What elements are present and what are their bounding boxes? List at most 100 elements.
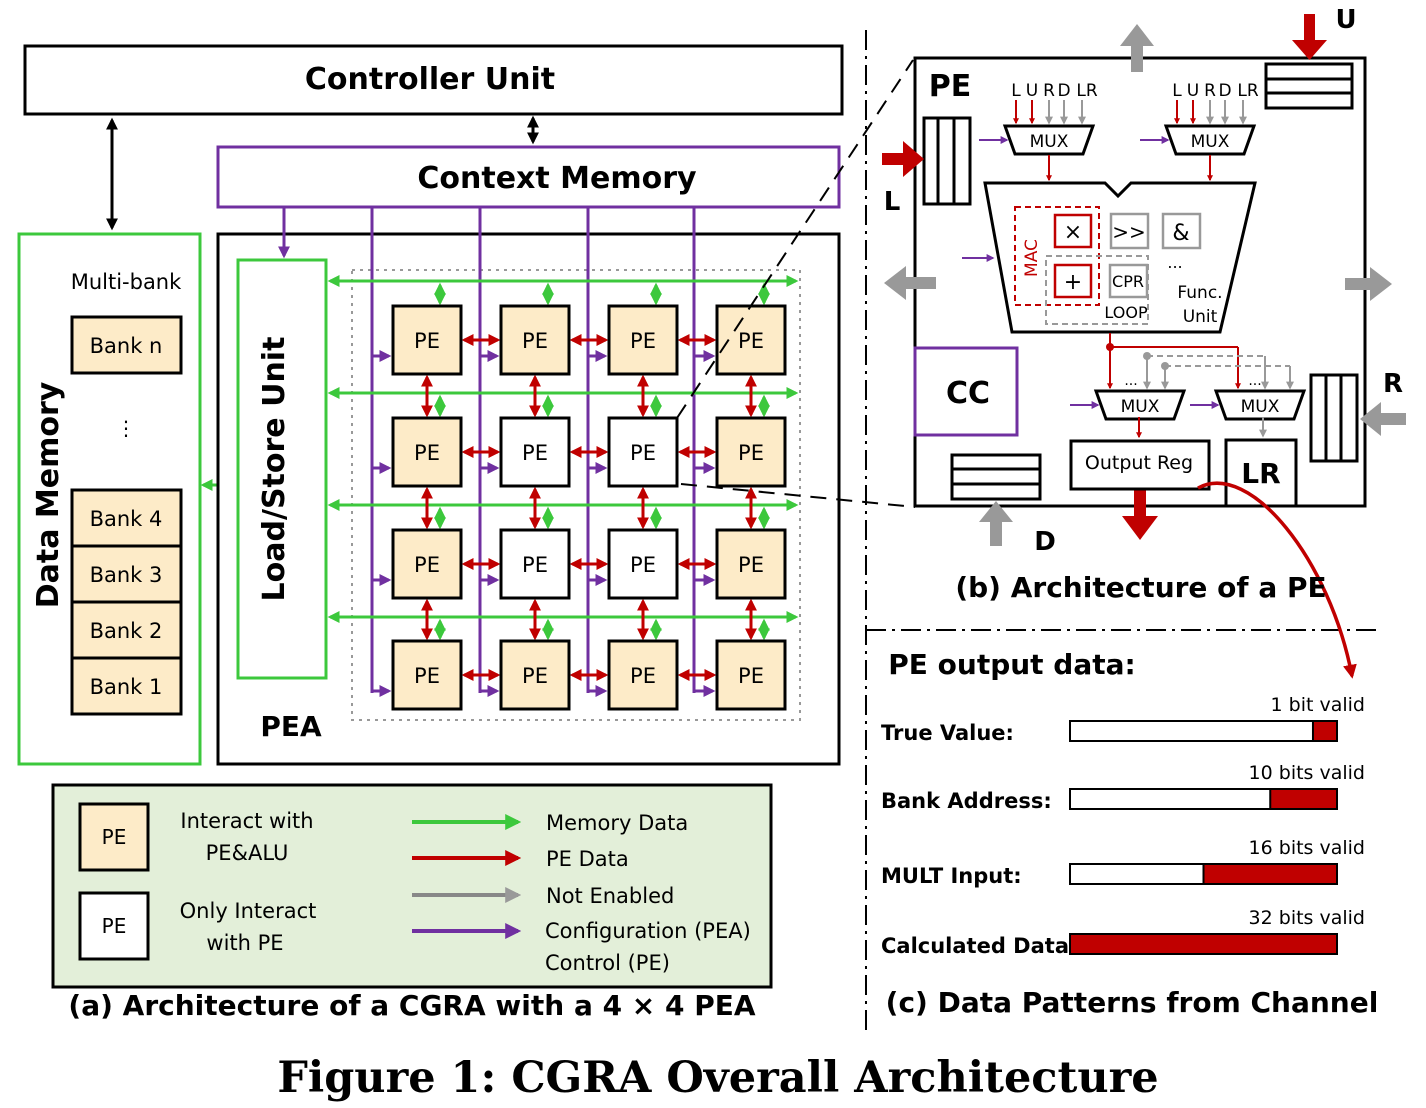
bank-label: Bank 1	[90, 675, 163, 699]
legend-pe-full-swatch	[78, 802, 150, 872]
loop-label: LOOP	[1104, 303, 1148, 322]
fu-dots: ...	[1167, 253, 1182, 272]
pattern-bar-valid-fill	[1311, 720, 1338, 742]
bank-box	[70, 544, 183, 604]
bank-label: Bank 4	[90, 507, 163, 531]
pea-label: PEA	[260, 710, 322, 743]
u-label: U	[1335, 5, 1356, 35]
pe-label: PE	[414, 664, 440, 688]
register-d	[950, 453, 1042, 501]
pattern-valid-label: 32 bits valid	[1249, 907, 1365, 929]
and-symbol: &	[1172, 221, 1189, 246]
pattern-bar-valid-fill	[1069, 933, 1338, 955]
add-unit	[1053, 263, 1093, 299]
pe-box-r3c4	[715, 528, 787, 600]
d-label: D	[1034, 527, 1056, 557]
caption-b: (b) Architecture of a PE	[955, 571, 1326, 604]
pe-label: PE	[630, 664, 656, 688]
pe-box-r4c1	[391, 639, 463, 711]
mux-shape	[1213, 389, 1307, 421]
data-memory-label: Data Memory	[31, 381, 66, 608]
mux-shape	[1093, 389, 1187, 421]
mux-label: MUX	[1191, 132, 1230, 152]
left-output-arrow	[884, 266, 936, 300]
mux-input-label: U	[1026, 81, 1038, 101]
legend-not-enabled-label: Not Enabled	[546, 884, 674, 908]
mux3-dots: ...	[1124, 373, 1137, 389]
cc-label: CC	[946, 376, 990, 411]
output-down-arrow	[1122, 488, 1158, 540]
panel-c: PE output data: True Value:1 bit validBa…	[881, 648, 1365, 958]
mult-symbol: ×	[1064, 220, 1082, 245]
panel-c-title: PE output data:	[888, 648, 1135, 681]
pattern-valid-label: 10 bits valid	[1249, 762, 1365, 784]
l-label: L	[884, 187, 901, 217]
legend-pe-simple-swatch	[78, 891, 150, 961]
r-input-arrow	[1360, 402, 1406, 436]
bank-box	[70, 656, 183, 716]
lr-box	[1224, 438, 1298, 508]
caption-c: (c) Data Patterns from Channel	[886, 986, 1379, 1019]
pe-label: PE	[414, 553, 440, 577]
controller-unit-box	[23, 44, 844, 116]
mux-input-label: LR	[1076, 81, 1097, 101]
pe-box-r3c1	[391, 528, 463, 600]
mux-input-label: L	[1172, 81, 1182, 101]
mux-input-label: L	[1011, 81, 1021, 101]
mux-label: MUX	[1241, 397, 1280, 417]
pe-box-r4c4	[715, 639, 787, 711]
output-reg-box	[1069, 439, 1211, 491]
mux-label: MUX	[1030, 132, 1069, 152]
cc-box	[913, 346, 1019, 437]
mac-label: MAC	[1022, 239, 1042, 277]
bank-label: Bank n	[90, 334, 163, 358]
legend-pe-simple-line1: Only Interact	[180, 899, 317, 923]
zoom-line-bottom	[680, 483, 916, 508]
mux-input-label: R	[1043, 81, 1055, 101]
add-symbol: +	[1064, 270, 1082, 295]
pe-box-r3c3	[607, 528, 679, 600]
pe-box-r2c3	[607, 416, 679, 488]
bank-box	[70, 488, 183, 548]
bank-label: Bank 3	[90, 563, 163, 587]
l-input-arrow	[882, 141, 924, 177]
legend-pe-full-swatch-label: PE	[102, 825, 127, 849]
bank-box	[70, 315, 183, 375]
pe-label: PE	[522, 441, 548, 465]
panel-a: Controller Unit Context Memory Data Memo…	[17, 44, 916, 766]
shift-symbol: >>	[1112, 220, 1146, 244]
pe-label: PE	[630, 329, 656, 353]
mult-unit	[1053, 213, 1093, 249]
pe-label: PE	[738, 329, 764, 353]
pe-box-r4c3	[607, 639, 679, 711]
pe-label: PE	[738, 664, 764, 688]
legend-config-line2: Control (PE)	[545, 951, 670, 975]
pe-box-r2c2	[499, 416, 571, 488]
register-l	[922, 116, 972, 206]
pattern-row-label: Calculated Data:	[881, 934, 1077, 958]
pe-box-r3c2	[499, 528, 571, 600]
context-memory-label: Context Memory	[417, 161, 697, 196]
and-unit	[1161, 212, 1202, 250]
func-line1: Func.	[1177, 283, 1222, 303]
pe-detail-label: PE	[929, 69, 971, 104]
mux-input-label: R	[1204, 81, 1216, 101]
legend-pe-simple-line2: with PE	[206, 931, 283, 955]
pattern-bar-frame	[1069, 720, 1338, 742]
pe-box-r2c1	[391, 416, 463, 488]
u-input-arrow	[1292, 14, 1327, 60]
legend-pe-full-line1: Interact with	[180, 809, 313, 833]
legend-box	[51, 783, 773, 989]
right-output-arrow	[1345, 267, 1392, 301]
pattern-row-label: True Value:	[881, 721, 1014, 745]
legend-memory-data-label: Memory Data	[546, 811, 688, 835]
pattern-valid-label: 16 bits valid	[1249, 837, 1365, 859]
pe-label: PE	[414, 329, 440, 353]
bank-label: Bank 2	[90, 619, 163, 643]
d-input-arrow	[979, 501, 1013, 546]
output-to-channel-curve	[1197, 481, 1357, 679]
pattern-bar-valid-fill	[1202, 863, 1338, 885]
